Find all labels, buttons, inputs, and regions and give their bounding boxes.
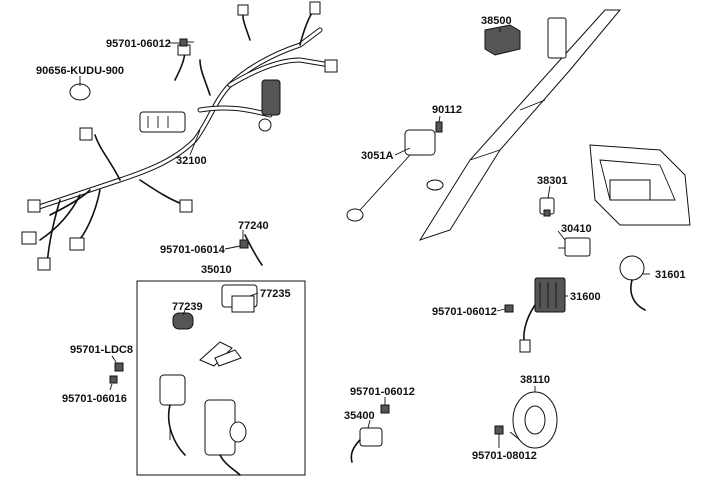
cdi-unit xyxy=(558,237,591,257)
ignition-switch-parts xyxy=(159,284,258,476)
bolt-icon xyxy=(109,375,118,384)
ignition-coil xyxy=(346,121,443,222)
part-label-31600: 31600 xyxy=(570,291,601,303)
wiring-harness xyxy=(21,1,338,271)
frame-tube xyxy=(418,9,622,241)
part-labels: 95701-06012 90656-KUDU-900 32100 77240 9… xyxy=(36,15,686,462)
part-label-95701-06012-a: 95701-06012 xyxy=(106,38,171,50)
part-label-38301: 38301 xyxy=(537,175,568,187)
horn xyxy=(509,391,558,449)
part-label-95701-ldc8: 95701-LDC8 xyxy=(70,344,133,356)
switch-unit xyxy=(350,427,383,463)
bolt-icon xyxy=(179,38,194,47)
part-label-3051a: 3051A xyxy=(361,150,393,162)
hose-clip xyxy=(69,83,91,101)
regulator-rectifier xyxy=(519,277,566,353)
part-label-90656-kudu-900: 90656-KUDU-900 xyxy=(36,65,124,77)
part-label-35400: 35400 xyxy=(344,410,375,422)
relay-block xyxy=(484,24,521,56)
part-label-32100: 32100 xyxy=(176,155,207,167)
part-label-77239: 77239 xyxy=(172,301,203,313)
leader-lines xyxy=(79,28,650,448)
bolt-icon xyxy=(494,425,504,435)
part-label-35010: 35010 xyxy=(201,264,232,276)
bolt-icon xyxy=(114,362,124,372)
ignition-switch-set-box xyxy=(136,280,306,476)
part-label-31601: 31601 xyxy=(655,269,686,281)
starter-relay xyxy=(619,255,646,311)
part-label-95701-06012-b: 95701-06012 xyxy=(432,306,497,318)
part-label-77235: 77235 xyxy=(260,288,291,300)
bolt-icon xyxy=(380,404,390,414)
small-lead-wire xyxy=(244,234,263,266)
part-label-38110: 38110 xyxy=(520,374,550,386)
part-label-95701-06014: 95701-06014 xyxy=(160,244,226,256)
part-label-38500: 38500 xyxy=(481,15,512,27)
part-label-95701-06012-c: 95701-06012 xyxy=(350,386,415,398)
part-label-77240: 77240 xyxy=(238,220,269,232)
part-label-90112: 90112 xyxy=(432,104,462,116)
tail-light-unit xyxy=(589,144,691,226)
part-label-95701-06016: 95701-06016 xyxy=(62,393,127,405)
part-label-30410: 30410 xyxy=(561,223,592,235)
bolt-icon xyxy=(504,304,514,313)
sensor-unit xyxy=(539,197,555,217)
part-label-95701-08012: 95701-08012 xyxy=(472,450,537,462)
